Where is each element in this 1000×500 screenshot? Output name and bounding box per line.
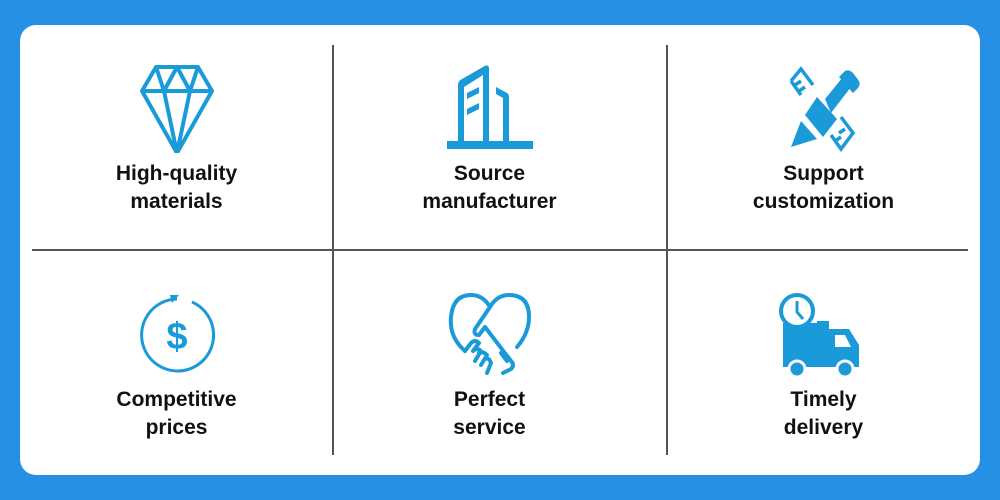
- feature-title: service: [453, 416, 526, 439]
- feature-title: delivery: [783, 416, 864, 439]
- feature-title: materials: [130, 190, 223, 213]
- feature-title: Perfect: [453, 388, 526, 411]
- feature-high-quality-materials: High-quality materials: [20, 25, 333, 250]
- feature-title: customization: [752, 190, 895, 213]
- divider: [32, 249, 968, 251]
- feature-support-customization: Support customization: [667, 25, 980, 250]
- feature-competitive-prices: $ Competitive prices: [20, 251, 333, 476]
- feature-title: Competitive: [116, 388, 237, 411]
- feature-timely-delivery: Timely delivery: [667, 251, 980, 476]
- feature-title: Timely: [790, 388, 857, 411]
- delivery-truck-icon: [778, 293, 859, 379]
- feature-title: Support: [783, 162, 864, 185]
- dollar-cycle-icon: $: [139, 295, 215, 373]
- pencil-ruler-icon: [789, 66, 860, 152]
- feature-title: manufacturer: [422, 190, 557, 213]
- feature-perfect-service: Perfect service: [333, 251, 646, 476]
- handshake-heart-icon: [448, 293, 531, 375]
- svg-text:$: $: [166, 316, 187, 358]
- feature-title: Source: [453, 162, 526, 185]
- feature-title: High-quality: [115, 162, 238, 185]
- diamond-icon: [139, 65, 214, 153]
- features-card: High-quality materials Source manufacturer…: [20, 25, 980, 475]
- feature-source-manufacturer: Source manufacturer: [333, 25, 646, 250]
- building-icon: [446, 65, 533, 149]
- feature-title: prices: [145, 416, 208, 439]
